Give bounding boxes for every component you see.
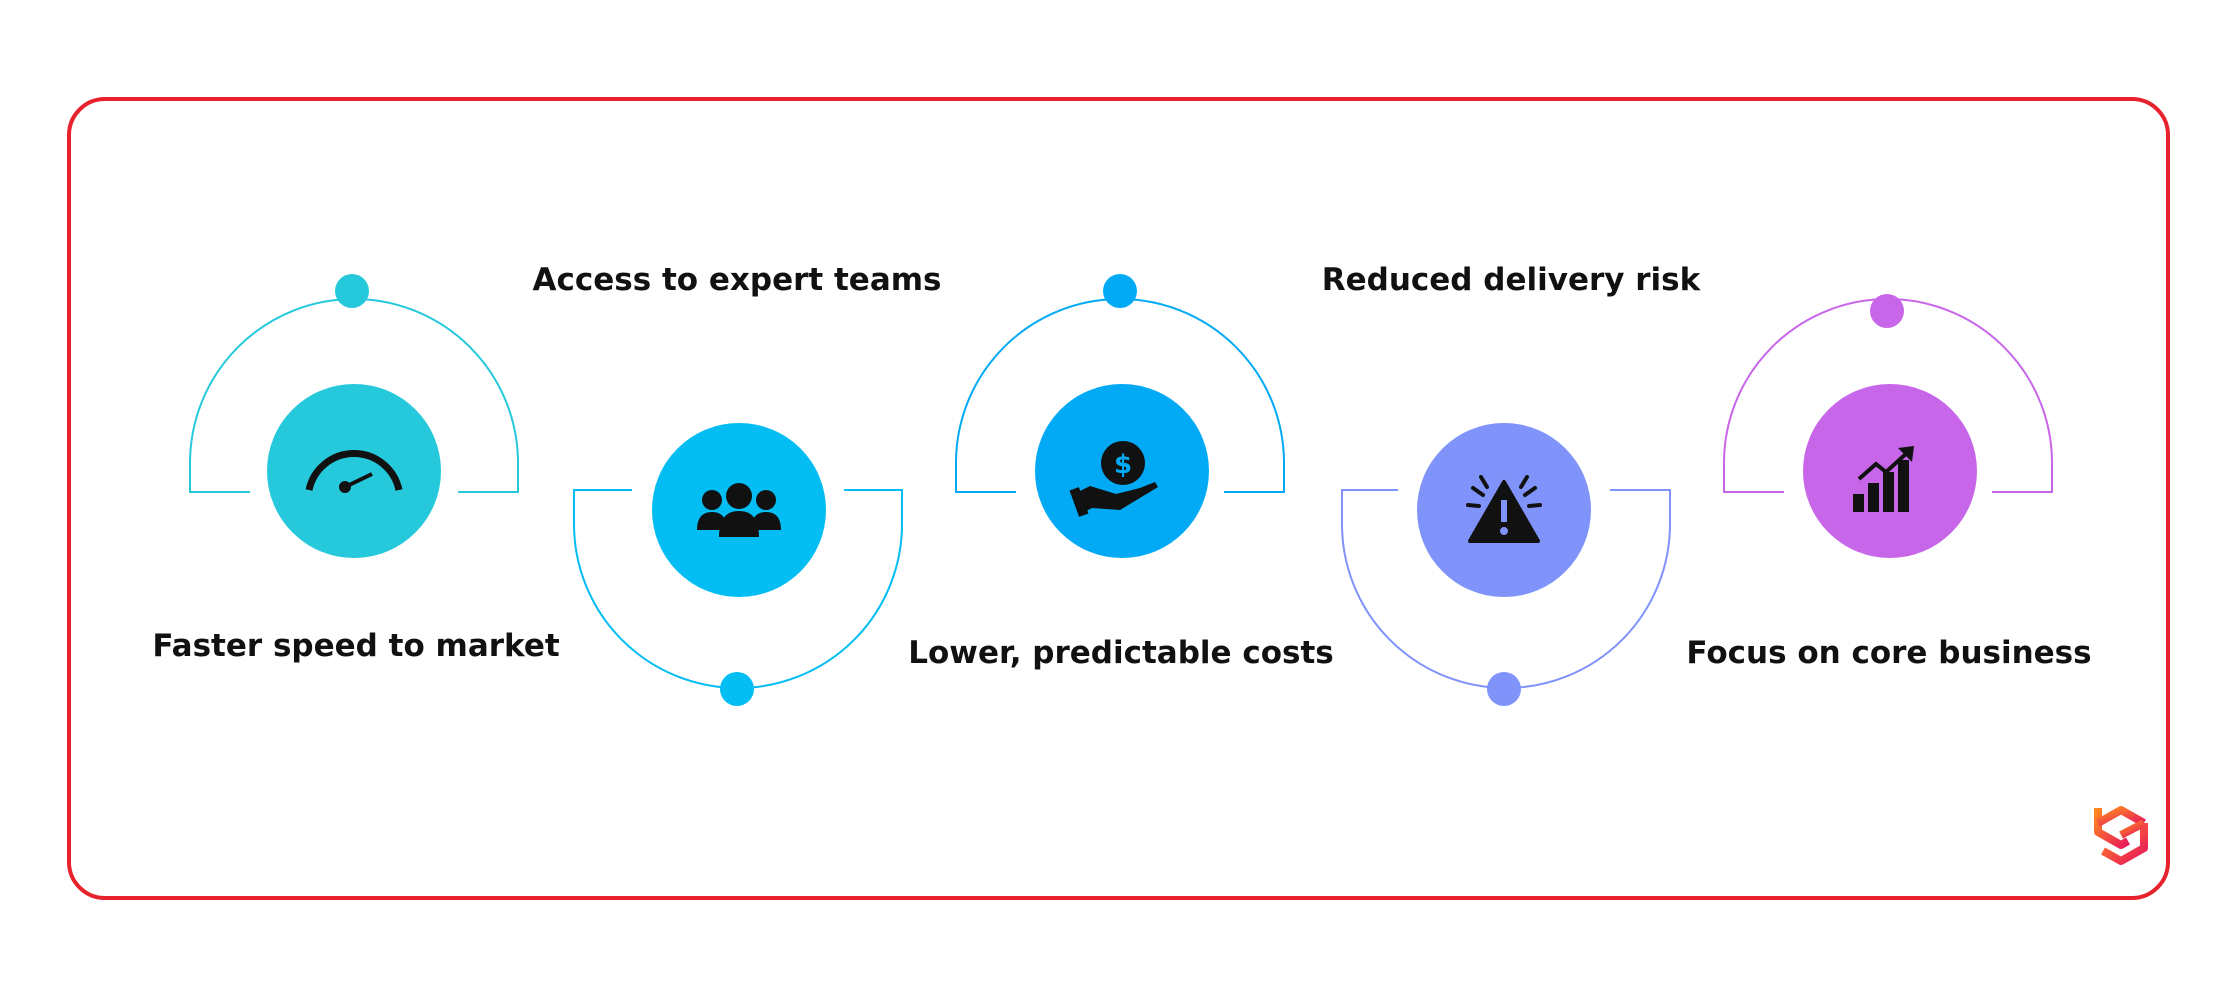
- step-1: [189, 274, 519, 558]
- step-5: [1723, 294, 2053, 558]
- money-hand-icon: $: [1069, 441, 1158, 517]
- step-label-1: Faster speed to market: [152, 628, 560, 664]
- icon-circle-1: [267, 384, 441, 558]
- arc-dot-3: [1103, 274, 1137, 308]
- frame-border: [67, 97, 2170, 900]
- cube-logo-icon: [2094, 806, 2148, 865]
- alert-icon: [1466, 475, 1542, 543]
- growth-chart-icon: [1853, 446, 1914, 512]
- step-2: [573, 423, 903, 706]
- arc-dot-4: [1487, 672, 1521, 706]
- step-label-4: Reduced delivery risk: [1321, 262, 1701, 298]
- step-3: $: [955, 274, 1285, 558]
- step-4: [1341, 423, 1671, 706]
- step-label-5: Focus on core business: [1686, 635, 2092, 671]
- step-label-3: Lower, predictable costs: [908, 635, 1334, 671]
- arc-dot-1: [335, 274, 369, 308]
- team-icon: [697, 483, 781, 537]
- speedometer-icon: [305, 450, 403, 491]
- svg-text:$: $: [1114, 450, 1132, 480]
- icon-circle-2: [652, 423, 826, 597]
- arc-dot-5: [1870, 294, 1904, 328]
- arc-dot-2: [720, 672, 754, 706]
- step-label-2: Access to expert teams: [532, 262, 942, 298]
